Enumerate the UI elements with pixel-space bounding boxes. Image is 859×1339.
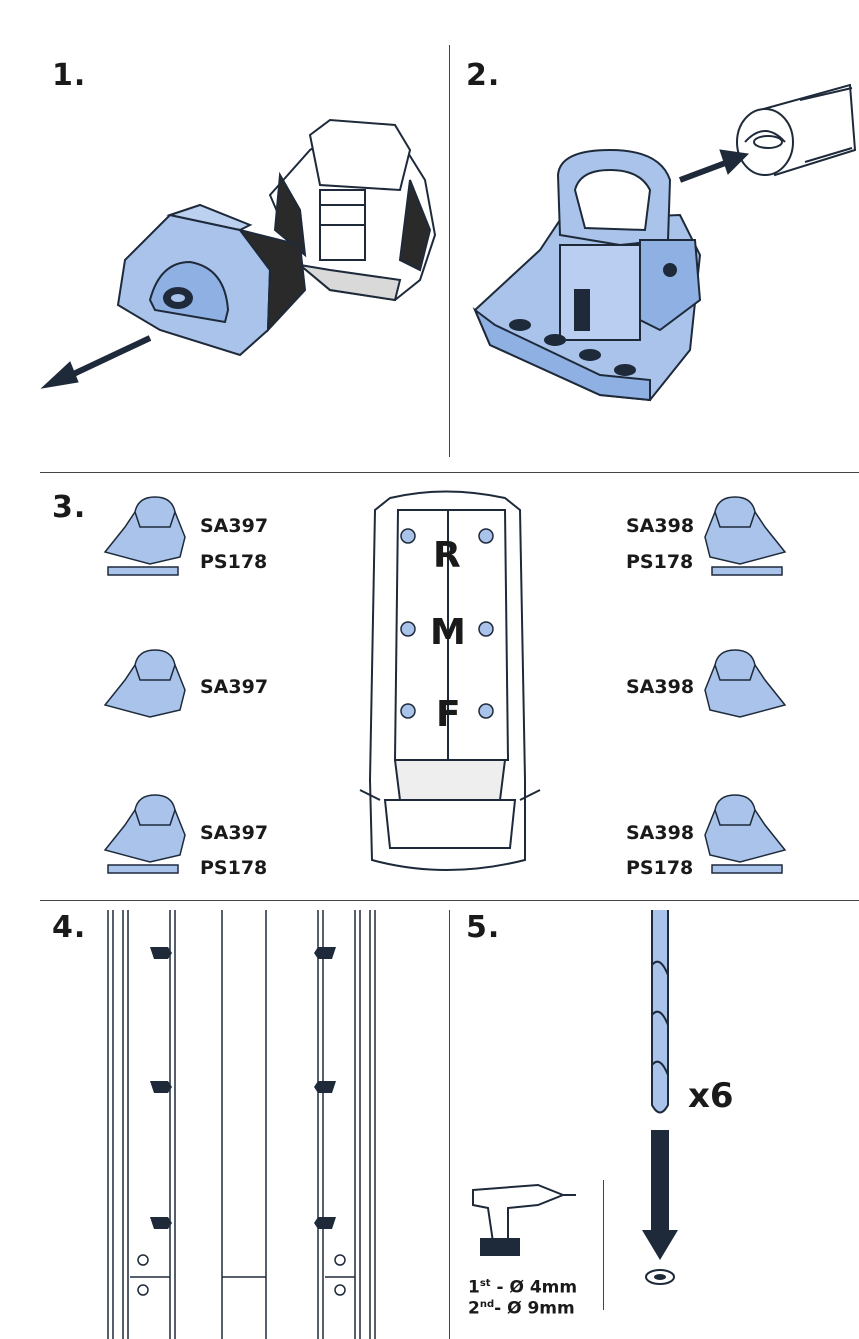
drill-step-2-ordinal: nd xyxy=(479,1299,495,1310)
drill-step-1-number: 1 xyxy=(468,1277,480,1298)
bar-end xyxy=(736,83,857,177)
code-left-bot-1: SA397 xyxy=(200,822,269,844)
drill-down-arrow xyxy=(642,1130,678,1260)
mount-points xyxy=(400,528,494,719)
drill-step-2-size: - Ø 9mm xyxy=(494,1298,575,1319)
code-left-top-1: SA397 xyxy=(200,515,269,537)
foot-body xyxy=(268,118,437,302)
divider-drill-info xyxy=(603,1180,604,1310)
step-2-number: 2. xyxy=(466,58,501,93)
divider-steps-4-5 xyxy=(449,910,450,1339)
code-left-top-2: PS178 xyxy=(200,551,268,573)
divider-after-steps-1-2 xyxy=(40,472,859,473)
foot-thumb-right-mid xyxy=(704,649,787,718)
foot-thumb-left-mid xyxy=(103,649,186,718)
step-1-number: 1. xyxy=(52,58,87,93)
drill-bit-illustration xyxy=(642,910,678,1285)
code-right-mid-1: SA398 xyxy=(626,676,695,698)
power-drill-icon xyxy=(472,1183,576,1256)
step-4-number: 4. xyxy=(52,910,87,945)
step-3-number: 3. xyxy=(52,490,87,525)
step-2-foot-illustration xyxy=(472,83,857,402)
drill-step-2: 2nd- Ø 9mm xyxy=(468,1294,575,1320)
divider-steps-1-2 xyxy=(449,45,450,457)
drill-step-1-size: - Ø 4mm xyxy=(490,1277,578,1298)
quantity-label: x6 xyxy=(688,1076,734,1116)
drill-step-2-number: 2 xyxy=(468,1298,480,1319)
code-left-bot-2: PS178 xyxy=(200,857,268,879)
code-right-top-1: SA398 xyxy=(626,515,695,537)
code-left-mid-1: SA397 xyxy=(200,676,269,698)
step-4-rail-illustration xyxy=(107,910,376,1339)
zone-label-front: F xyxy=(436,694,461,735)
foot-thumb-left-top xyxy=(103,496,186,576)
cover-cap xyxy=(116,203,307,357)
drill-step-1: 1st - Ø 4mm xyxy=(468,1273,577,1299)
code-right-bot-2: PS178 xyxy=(626,857,694,879)
arrow-insert-bar xyxy=(678,149,750,183)
code-right-top-2: PS178 xyxy=(626,551,694,573)
divider-after-step-3 xyxy=(40,900,859,901)
arrow-remove-cover xyxy=(40,335,152,389)
hand-markers xyxy=(150,947,336,1229)
vehicle-top-view xyxy=(359,490,541,871)
foot-assembly xyxy=(472,148,702,402)
code-right-bot-1: SA398 xyxy=(626,822,695,844)
zone-label-rear: R xyxy=(433,535,461,576)
drill-step-1-ordinal: st xyxy=(479,1278,491,1289)
zone-label-middle: M xyxy=(430,612,466,653)
foot-thumb-right-bot xyxy=(704,794,787,874)
foot-thumb-left-bot xyxy=(103,794,186,874)
foot-thumb-right-top xyxy=(704,496,787,576)
step-1-foot-illustration xyxy=(40,118,437,389)
step-5-number: 5. xyxy=(466,910,501,945)
